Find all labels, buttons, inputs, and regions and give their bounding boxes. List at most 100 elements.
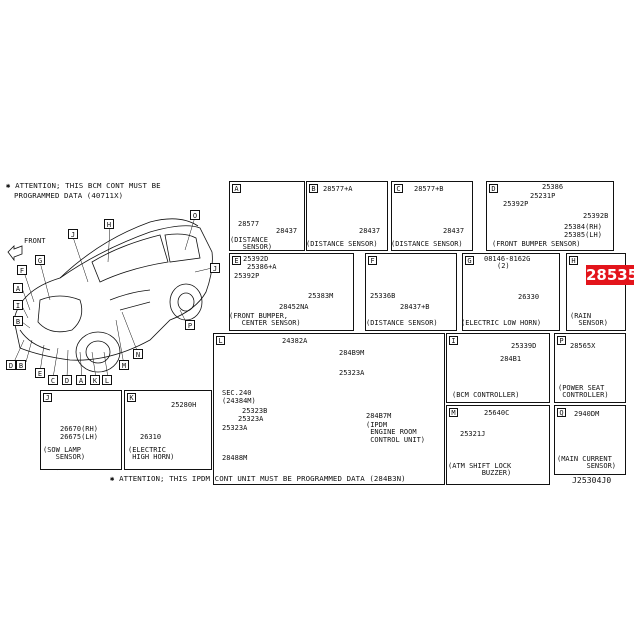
- part-25323a: 25323A: [339, 369, 365, 377]
- part-26330: 26330: [518, 293, 540, 301]
- part-28437-f: 28437+B: [400, 303, 430, 311]
- diagram-code: J25304J0: [572, 476, 612, 485]
- part-26675-lh: 26675(LH): [60, 433, 98, 441]
- panel-p: P: [554, 333, 626, 403]
- vehicle-tag-j2: J: [210, 263, 220, 273]
- vehicle-tag-m: M: [119, 360, 129, 370]
- part-qty-2: (2): [497, 262, 510, 270]
- panel-d: D: [486, 181, 614, 251]
- part-28437: 28437: [276, 227, 298, 235]
- part-25383m: 25383M: [308, 292, 334, 300]
- panel-p-caption: (POWER SEAT CONTROLLER): [558, 384, 609, 400]
- panel-b-caption: (DISTANCE SENSOR): [306, 240, 378, 248]
- part-284b9m: 284B9M: [339, 349, 365, 357]
- panel-q-label: Q: [557, 408, 566, 417]
- part-08146-8162g: 08146-8162G: [484, 255, 531, 263]
- part-284b7m: 284B7M: [366, 412, 392, 420]
- panel-f-label: F: [368, 256, 377, 265]
- vehicle-tag-a2: A: [76, 375, 86, 385]
- part-24384m: (24384M): [222, 397, 256, 405]
- vehicle-tag-e: E: [35, 368, 45, 378]
- vehicle-tag-o: O: [190, 210, 200, 220]
- panel-e-caption: (FRONT BUMPER, CENTER SENSOR): [229, 312, 301, 328]
- panel-q-caption: (MAIN CURRENT SENSOR): [557, 455, 617, 471]
- vehicle-tag-b2: B: [16, 360, 26, 370]
- vehicle-tag-f: F: [17, 265, 27, 275]
- panel-e: E: [229, 253, 354, 331]
- panel-k-caption: (ELECTRIC HIGH HORN): [128, 446, 175, 462]
- vehicle-tag-k: K: [90, 375, 100, 385]
- panel-g: G: [462, 253, 560, 331]
- attention-note-ipdm: ✱ ATTENTION; THIS IPDM CONT UNIT MUST BE…: [110, 474, 406, 483]
- part-284b1: 284B1: [500, 355, 522, 363]
- vehicle-tag-b: B: [13, 316, 23, 326]
- vehicle-tag-a: A: [13, 283, 23, 293]
- panel-g-label: G: [465, 256, 474, 265]
- vehicle-tag-p: P: [185, 320, 195, 330]
- vehicle-tag-l: L: [102, 375, 112, 385]
- panel-f-caption: (DISTANCE SENSOR): [366, 319, 438, 327]
- panel-a-label: A: [232, 184, 241, 193]
- panel-m-label: M: [449, 408, 458, 417]
- part-28577-b: 28577+B: [414, 185, 444, 193]
- part-26670-rh: 26670(RH): [60, 425, 98, 433]
- part-25392p-e: 25392P: [234, 272, 260, 280]
- front-label: FRONT: [24, 237, 46, 245]
- part-24382a: 24382A: [282, 337, 308, 345]
- part-25392p: 25392P: [503, 200, 529, 208]
- vehicle-tag-n: N: [133, 349, 143, 359]
- panel-a-caption: (DISTANCE SENSOR): [230, 236, 273, 252]
- vehicle-tag-j: J: [68, 229, 78, 239]
- panel-e-label: E: [232, 256, 241, 265]
- part-28452na: 28452NA: [279, 303, 309, 311]
- vehicle-tag-h: H: [104, 219, 114, 229]
- panel-q: Q: [554, 405, 626, 475]
- part-28565x: 28565X: [570, 342, 596, 350]
- vehicle-tag-i: I: [13, 300, 23, 310]
- part-25392d: 25392D: [243, 255, 269, 263]
- attention-note-line2: PROGRAMMED DATA (40711X): [14, 191, 124, 200]
- part-28437-c: 28437: [443, 227, 465, 235]
- panel-l: L: [213, 333, 445, 485]
- part-25231p: 25231P: [530, 192, 556, 200]
- panel-i-caption: (BCM CONTROLLER): [452, 391, 520, 399]
- part-25323a-2: 25323A: [238, 415, 264, 423]
- part-25336b: 25336B: [370, 292, 396, 300]
- part-28577-a: 28577+A: [323, 185, 353, 193]
- vehicle-outline: [13, 218, 213, 373]
- part-25385-lh: 25385(LH): [564, 231, 602, 239]
- panel-i-label: I: [449, 336, 458, 345]
- part-25339d: 25339D: [511, 342, 537, 350]
- vehicle-tag-d2: D: [62, 375, 72, 385]
- panel-c-caption: (DISTANCE SENSOR): [391, 240, 463, 248]
- part-25386: 25386: [542, 183, 564, 191]
- part-28577: 28577: [238, 220, 260, 228]
- part-2940dm: 2940DM: [574, 410, 600, 418]
- panel-l-caption: (IPDM ENGINE ROOM CONTROL UNIT): [366, 421, 426, 444]
- part-28437-b: 28437: [359, 227, 381, 235]
- panel-c-label: C: [394, 184, 403, 193]
- panel-f: F: [365, 253, 457, 331]
- part-sec-240: SEC.240: [222, 389, 252, 397]
- vehicle-tag-g: G: [35, 255, 45, 265]
- panel-g-caption: (ELECTRIC LOW HORN): [461, 319, 542, 327]
- panel-j: J: [40, 390, 122, 470]
- part-26310: 26310: [140, 433, 162, 441]
- part-25640c: 25640C: [484, 409, 510, 417]
- panel-b: B: [306, 181, 388, 251]
- attention-note-line1: ✱ ATTENTION; THIS BCM CONT MUST BE: [6, 181, 161, 190]
- panel-d-label: D: [489, 184, 498, 193]
- part-28488m: 28488M: [222, 454, 248, 462]
- panel-j-caption: (SOW LAMP SENSOR): [43, 446, 86, 462]
- panel-c: C: [391, 181, 473, 251]
- panel-k: K: [124, 390, 212, 470]
- leader-lines: [13, 216, 213, 379]
- panel-a: A: [229, 181, 305, 251]
- part-25323a-3: 25323A: [222, 424, 248, 432]
- part-25323b: 25323B: [242, 407, 268, 415]
- panel-k-label: K: [127, 393, 136, 402]
- panel-l-label: L: [216, 336, 225, 345]
- part-25321j: 25321J: [460, 430, 486, 438]
- vehicle-tag-c: C: [48, 375, 58, 385]
- panel-i: I: [446, 333, 550, 403]
